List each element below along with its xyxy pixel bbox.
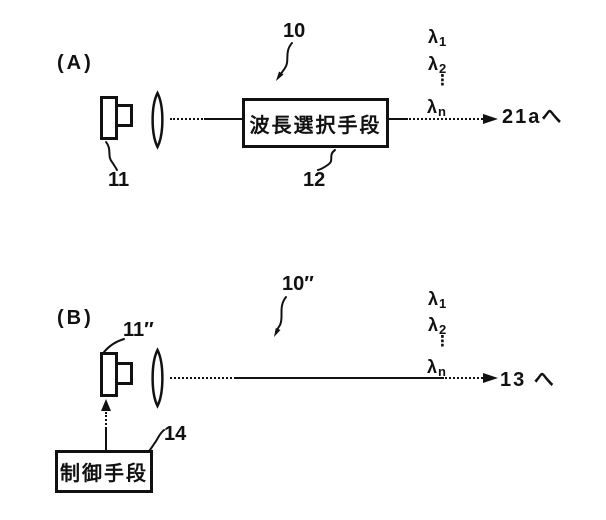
ref-10pp-leader-arrow-icon — [274, 296, 287, 337]
control-arrow-icon — [101, 399, 111, 411]
wavelength-lambda2-b: λ2 — [428, 315, 447, 337]
control-line-dotted — [105, 412, 107, 429]
lambda-subscript: 1 — [439, 34, 447, 49]
output-target-a: 21aへ — [502, 106, 564, 128]
wavelength-lambdan-a: λn — [427, 97, 446, 119]
beam-solid-a1 — [206, 118, 242, 120]
output-arrow-icon-a — [483, 114, 498, 124]
lambda-symbol: λ — [428, 315, 439, 335]
ref-10pp-label: 10″ — [282, 273, 314, 295]
lambda-symbol: λ — [428, 289, 439, 309]
wavelength-lambda1-b: λ1 — [428, 289, 447, 311]
ref-11-label: 11 — [108, 169, 130, 191]
lambda-subscript: 1 — [439, 296, 447, 311]
collimator-lens-b — [151, 347, 164, 409]
ref-12-leader-line — [317, 149, 336, 171]
ref-12-label: 12 — [303, 169, 326, 191]
beam-dotted-b1 — [170, 377, 236, 379]
control-box: 制御手段 — [55, 450, 153, 493]
wavelength-lambdan-b: λn — [427, 357, 446, 379]
wavelength-lambda1-a: λ1 — [428, 27, 447, 49]
control-line-solid — [105, 429, 107, 450]
beam-solid-b — [236, 377, 442, 379]
lambda-subscript: n — [438, 104, 446, 119]
wavelength-selector-box: 波長選択手段 — [242, 98, 389, 148]
beam-dotted-a2 — [406, 118, 483, 120]
ref-10-label: 10 — [283, 20, 306, 42]
control-box-label: 制御手段 — [60, 463, 148, 485]
ref-14-leader-line — [148, 429, 165, 452]
light-source-stub-a — [115, 104, 133, 127]
output-arrow-icon-b — [483, 373, 498, 383]
wavelength-ellipsis-b: ⋮ — [435, 333, 450, 350]
lambda-symbol: λ — [428, 27, 439, 47]
wavelength-lambda2-a: λ2 — [428, 54, 447, 76]
ref-14-label: 14 — [164, 423, 187, 445]
ref-11pp-label: 11″ — [123, 319, 154, 341]
wavelength-selector-label: 波長選択手段 — [249, 114, 382, 137]
ref-10-leader-arrow-icon — [276, 42, 293, 81]
lambda-symbol: λ — [428, 54, 439, 74]
output-target-b: 13 へ — [500, 369, 556, 391]
ref-11-leader-line — [105, 141, 118, 171]
beam-dotted-b2 — [442, 377, 483, 379]
panel-a-label: (A) — [57, 52, 94, 74]
light-source-stub-b — [115, 362, 133, 385]
lambda-symbol: λ — [427, 357, 438, 377]
beam-dotted-a1 — [170, 118, 206, 120]
lambda-symbol: λ — [427, 97, 438, 117]
panel-b-label: (B) — [57, 307, 94, 329]
collimator-lens-a — [151, 90, 164, 150]
lambda-subscript: n — [438, 364, 446, 379]
beam-solid-a2 — [389, 118, 406, 120]
ref-11pp-leader-line — [103, 338, 125, 353]
lambda-subscript: 2 — [439, 322, 447, 337]
wavelength-ellipsis-a: ⋮ — [435, 72, 450, 89]
lambda-subscript: 2 — [439, 61, 447, 76]
